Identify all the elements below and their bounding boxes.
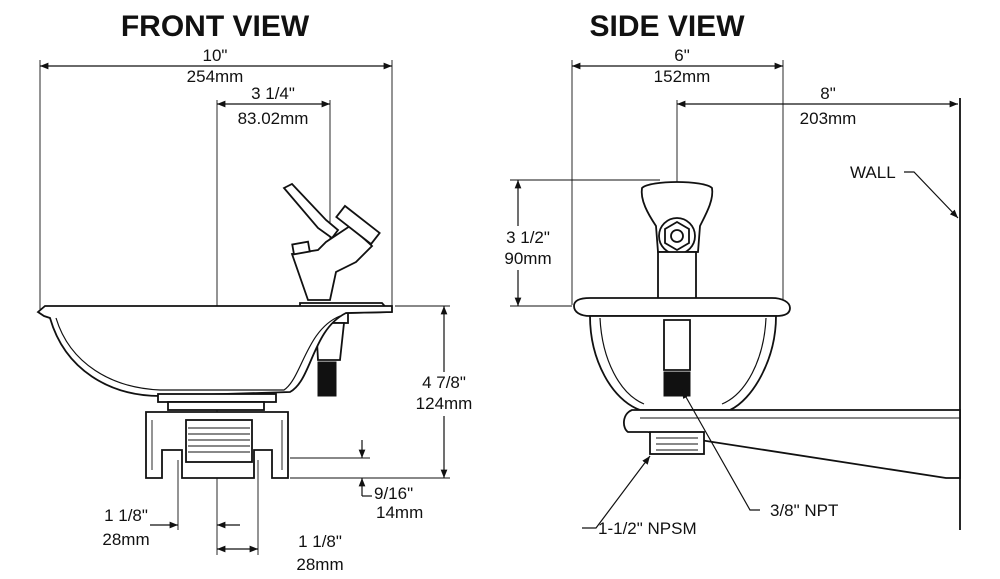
drain-offset-mm: 14mm (376, 503, 423, 522)
left-offset-mm: 28mm (102, 530, 149, 549)
wall-offset-mm: 203mm (800, 109, 857, 128)
drain-offset-in: 9/16" (374, 484, 413, 503)
npsm-label: 1-1/2" NPSM (598, 519, 697, 538)
front-width-mm: 254mm (187, 67, 244, 86)
front-mounting-bracket (145, 411, 289, 479)
left-offset-in: 1 1/8" (104, 506, 148, 525)
side-width-in: 6" (674, 46, 690, 65)
wall-label: WALL (850, 163, 896, 182)
side-wall-bracket (623, 409, 961, 479)
front-view-title: FRONT VIEW (121, 10, 310, 43)
bubbler-height-mm: 90mm (504, 249, 551, 268)
bubbler-offset-mm: 83.02mm (238, 109, 309, 128)
side-bowl (573, 297, 791, 411)
side-width-mm: 152mm (654, 67, 711, 86)
right-offset-in: 1 1/8" (298, 532, 342, 551)
side-view: SIDE VIEW 6" 152mm 8" 203mm WALL 3 1/2" … (490, 10, 961, 538)
npt-label: 3/8" NPT (770, 501, 838, 520)
bowl-height-mm: 124mm (416, 394, 473, 413)
front-bowl (36, 305, 393, 411)
bowl-height-in: 4 7/8" (422, 373, 466, 392)
right-offset-mm: 28mm (296, 555, 343, 574)
front-view: FRONT VIEW 10" 254mm 3 1/4" 83.02mm (36, 10, 480, 574)
side-view-title: SIDE VIEW (589, 10, 745, 43)
bubbler-height-in: 3 1/2" (506, 228, 550, 247)
wall-offset-in: 8" (820, 84, 836, 103)
front-width-in: 10" (203, 46, 228, 65)
side-bubbler (640, 181, 714, 307)
bubbler-offset-in: 3 1/4" (251, 84, 295, 103)
